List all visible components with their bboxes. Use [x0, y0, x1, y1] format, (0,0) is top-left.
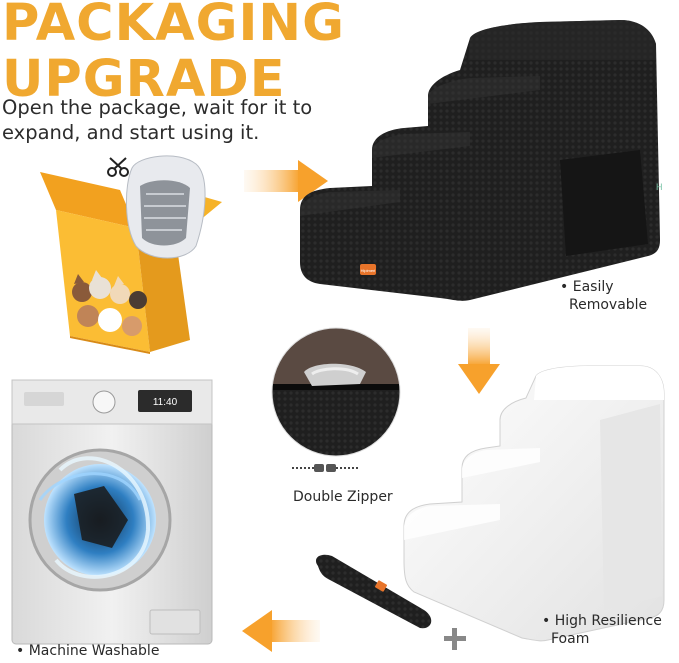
zipper-detail	[271, 327, 401, 457]
package-box	[40, 155, 222, 354]
plus-icon	[444, 628, 466, 650]
intro-text: Open the package, wait for it to expand,…	[2, 95, 312, 145]
scissors-icon	[107, 157, 129, 177]
machine-washable-text: Machine Washable	[28, 643, 160, 659]
easily-line1: Easily	[572, 279, 614, 295]
washing-machine: 11:40	[11, 379, 213, 645]
high-line2: Foam	[551, 631, 590, 647]
foam-stairs	[403, 365, 665, 642]
washer-display: 11:40	[153, 397, 178, 408]
zipper-pull-icon	[292, 464, 358, 472]
label-high-resilience: High Resilience Foam	[542, 612, 662, 648]
brand-tag-text: Hipimeri	[361, 268, 376, 273]
compressed-foam-bag	[125, 155, 206, 259]
headline: PACKAGING UPGRADE	[2, 0, 345, 108]
label-double-zipper: Double Zipper	[293, 489, 393, 505]
cat-print	[72, 270, 147, 336]
label-easily-removable: Easily Removable	[560, 278, 647, 314]
high-line1: High Resilience	[554, 613, 662, 629]
intro-line2: expand, and start using it.	[2, 121, 260, 144]
arrow-down	[458, 328, 500, 394]
arrow-right	[244, 160, 328, 202]
intro-line1: Open the package, wait for it to	[2, 96, 313, 119]
folded-cover	[315, 554, 432, 629]
covered-stairs: Hipimeri H	[300, 20, 663, 301]
arrow-left	[242, 610, 320, 652]
easily-line2: Removable	[569, 297, 648, 313]
headline-line2: UPGRADE	[2, 50, 286, 109]
headline-line1: PACKAGING	[2, 0, 345, 53]
brand-tag	[360, 264, 376, 275]
mascot-doodle: H	[656, 182, 663, 192]
label-machine-washable: Machine Washable	[16, 642, 160, 660]
